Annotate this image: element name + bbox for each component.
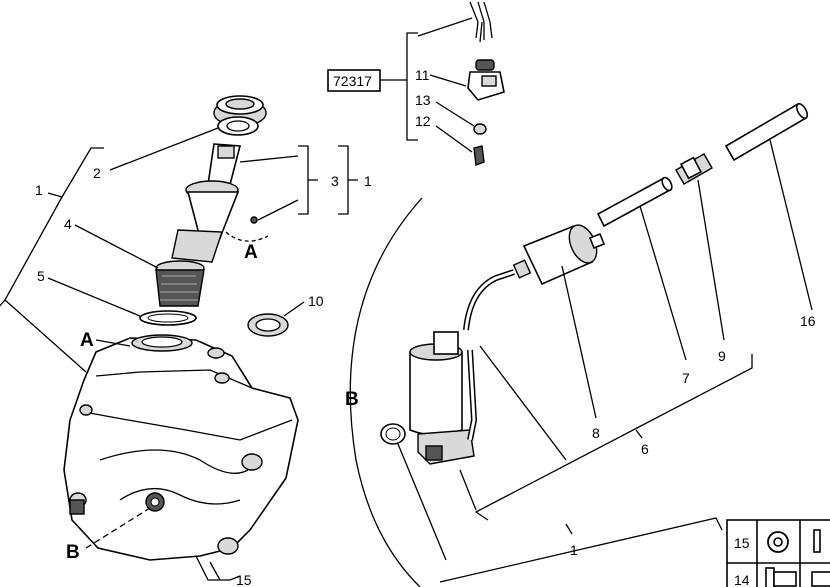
filler-neck-part-3 xyxy=(171,143,318,263)
reference-box-72317: 72317 xyxy=(327,69,398,92)
detail-marker-b: B xyxy=(345,389,359,410)
callout-7: 7 xyxy=(682,370,690,386)
o-ring-part-10 xyxy=(247,301,305,337)
detail-marker-a-tank: A xyxy=(80,330,94,351)
callout-8: 8 xyxy=(592,425,600,441)
callout-6: 6 xyxy=(641,441,649,457)
washer-icon xyxy=(767,531,789,553)
hose-part-16 xyxy=(724,102,813,311)
reference-number: 72317 xyxy=(333,73,372,89)
leader-a-tank xyxy=(95,339,131,347)
detail-b-boundary xyxy=(349,197,423,587)
grommet-part-13 xyxy=(435,101,487,135)
callout-1-left: 1 xyxy=(35,182,43,198)
legend-table xyxy=(726,519,830,587)
bracket-1-left xyxy=(0,147,104,373)
callout-10: 10 xyxy=(308,293,324,309)
callout-4: 4 xyxy=(64,216,72,232)
callout-5: 5 xyxy=(37,268,45,284)
strainer-filter-part-4 xyxy=(74,224,205,307)
callout-16: 16 xyxy=(800,313,816,329)
hose-part-7 xyxy=(596,176,687,361)
connector-part-9 xyxy=(675,153,725,341)
callout-12: 12 xyxy=(415,113,431,129)
bracket-72317-group xyxy=(398,32,418,141)
detail-marker-b-left: B xyxy=(66,542,80,563)
seal-part-5 xyxy=(47,277,197,326)
callout-15-tank: 15 xyxy=(236,572,252,587)
bracket-6 xyxy=(459,345,753,521)
detail-marker-a-top: A xyxy=(244,242,258,263)
callout-1-bracket: 1 xyxy=(364,173,372,189)
callout-1-bottom: 1 xyxy=(570,542,578,558)
fuel-pump xyxy=(409,269,515,465)
callout-9: 9 xyxy=(718,348,726,364)
callout-15-legend: 15 xyxy=(734,535,750,551)
callout-2: 2 xyxy=(93,165,101,181)
fuel-tank xyxy=(63,334,299,561)
callout-13: 13 xyxy=(415,92,431,108)
fuel-filter-part-8 xyxy=(512,224,606,419)
pump-switch-part-11 xyxy=(429,59,505,101)
drain-plug xyxy=(85,492,165,549)
washer-side-icon xyxy=(813,529,821,553)
clip-part-12 xyxy=(435,125,485,166)
detail-a-arc xyxy=(225,231,269,242)
wire-harness xyxy=(417,1,493,43)
bracket-1-bottom xyxy=(439,517,723,583)
callout-3: 3 xyxy=(331,173,339,189)
callout-11: 11 xyxy=(415,67,430,83)
bolt-side-icon xyxy=(811,571,830,587)
bracket-1-upper xyxy=(338,145,349,215)
bolt-icon xyxy=(765,567,797,587)
pump-o-ring xyxy=(380,423,447,561)
leader-15-tank xyxy=(195,555,241,581)
filler-cap-part-2 xyxy=(109,95,267,171)
leader-15-tank-b xyxy=(209,561,221,581)
callout-14: 14 xyxy=(734,572,750,587)
